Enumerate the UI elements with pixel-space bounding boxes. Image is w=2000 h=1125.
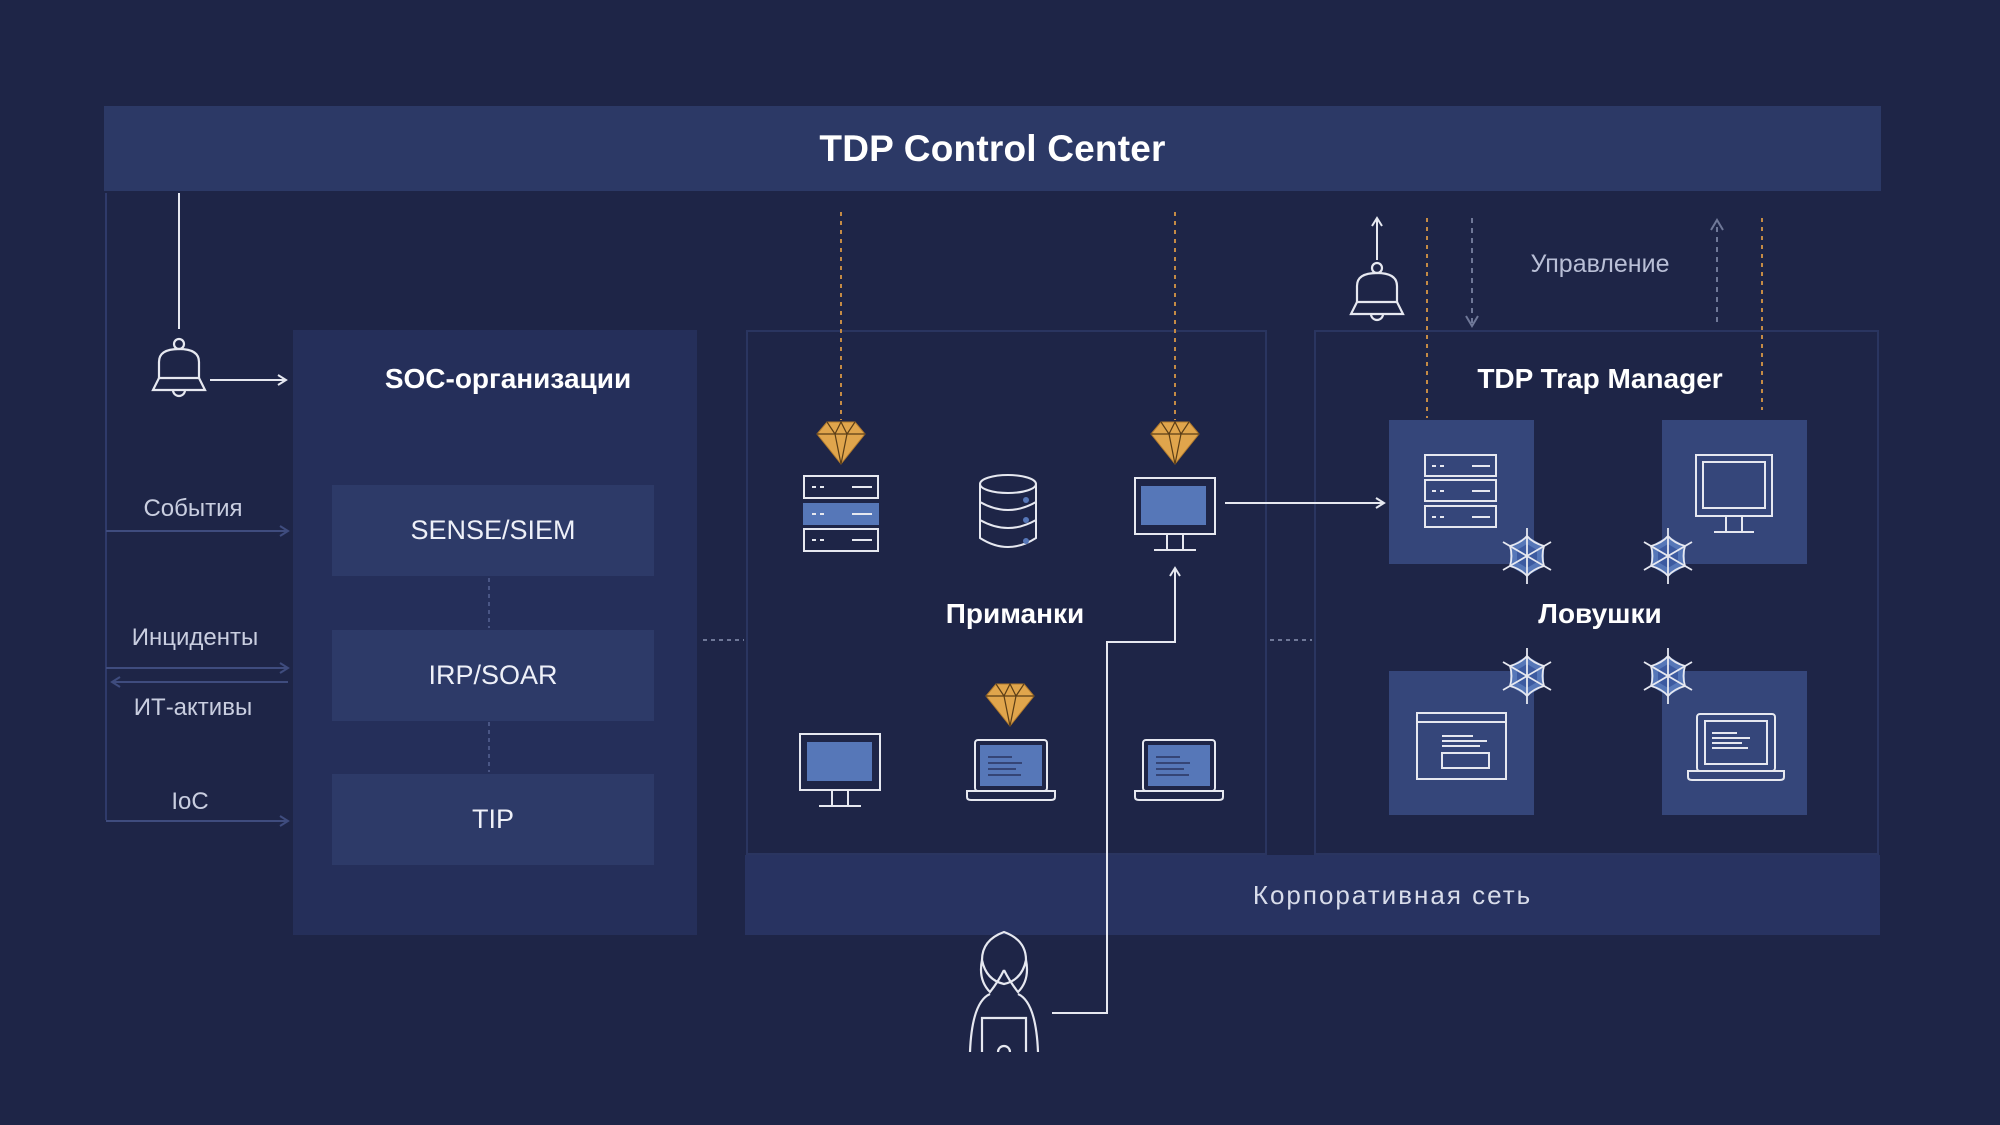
flow-label-ioc: IoC (171, 788, 209, 815)
soc-box-tip: TIP (332, 774, 654, 865)
spider-web-icon (1643, 647, 1693, 705)
lures-title: Приманки (945, 598, 1085, 629)
soc-title: SOC-организации (384, 363, 632, 394)
flow-label-events: События (143, 495, 243, 522)
flow-label-it-assets: ИТ-активы (133, 694, 253, 721)
trap-tile-server (1389, 420, 1534, 564)
laptop-icon (1687, 713, 1785, 781)
soc-box-soar: IRP/SOAR (332, 630, 654, 721)
spider-web-icon (1502, 647, 1552, 705)
monitor-icon (1695, 454, 1773, 533)
spider-web-icon (1643, 527, 1693, 585)
lure-diamond-icon (1150, 421, 1200, 465)
control-center-title: TDP Control Center (819, 127, 1166, 169)
trap-tile-app (1389, 671, 1534, 815)
traps-title: Ловушки (1538, 598, 1662, 629)
lure-diamond-icon (816, 421, 866, 465)
trap-manager-title: TDP Trap Manager (1477, 363, 1723, 394)
database-icon (979, 474, 1037, 548)
monitor-icon (799, 733, 881, 807)
app-window-icon (1416, 712, 1507, 780)
trap-tile-monitor (1662, 420, 1807, 564)
laptop-icon (966, 739, 1056, 801)
server-icon (803, 475, 879, 552)
corporate-network-bar: Корпоративная сеть (745, 855, 1880, 935)
control-center-header: TDP Control Center (104, 106, 1881, 191)
corporate-network-label: Корпоративная сеть (1252, 879, 1533, 910)
monitor-icon (1134, 477, 1216, 551)
flow-label-incidents: Инциденты (131, 624, 259, 651)
traps-panel (1314, 330, 1879, 855)
spider-web-icon (1502, 527, 1552, 585)
bell-icon (151, 337, 207, 398)
lure-diamond-icon (985, 683, 1035, 727)
soc-box-siem: SENSE/SIEM (332, 485, 654, 576)
attacker-icon (968, 930, 1040, 1053)
lures-panel (746, 330, 1267, 855)
bell-icon (1349, 261, 1405, 322)
attack-path-arrow (1052, 566, 1181, 1014)
server-icon (1424, 454, 1497, 528)
management-label: Управление (1530, 250, 1670, 278)
laptop-icon (1134, 739, 1224, 801)
